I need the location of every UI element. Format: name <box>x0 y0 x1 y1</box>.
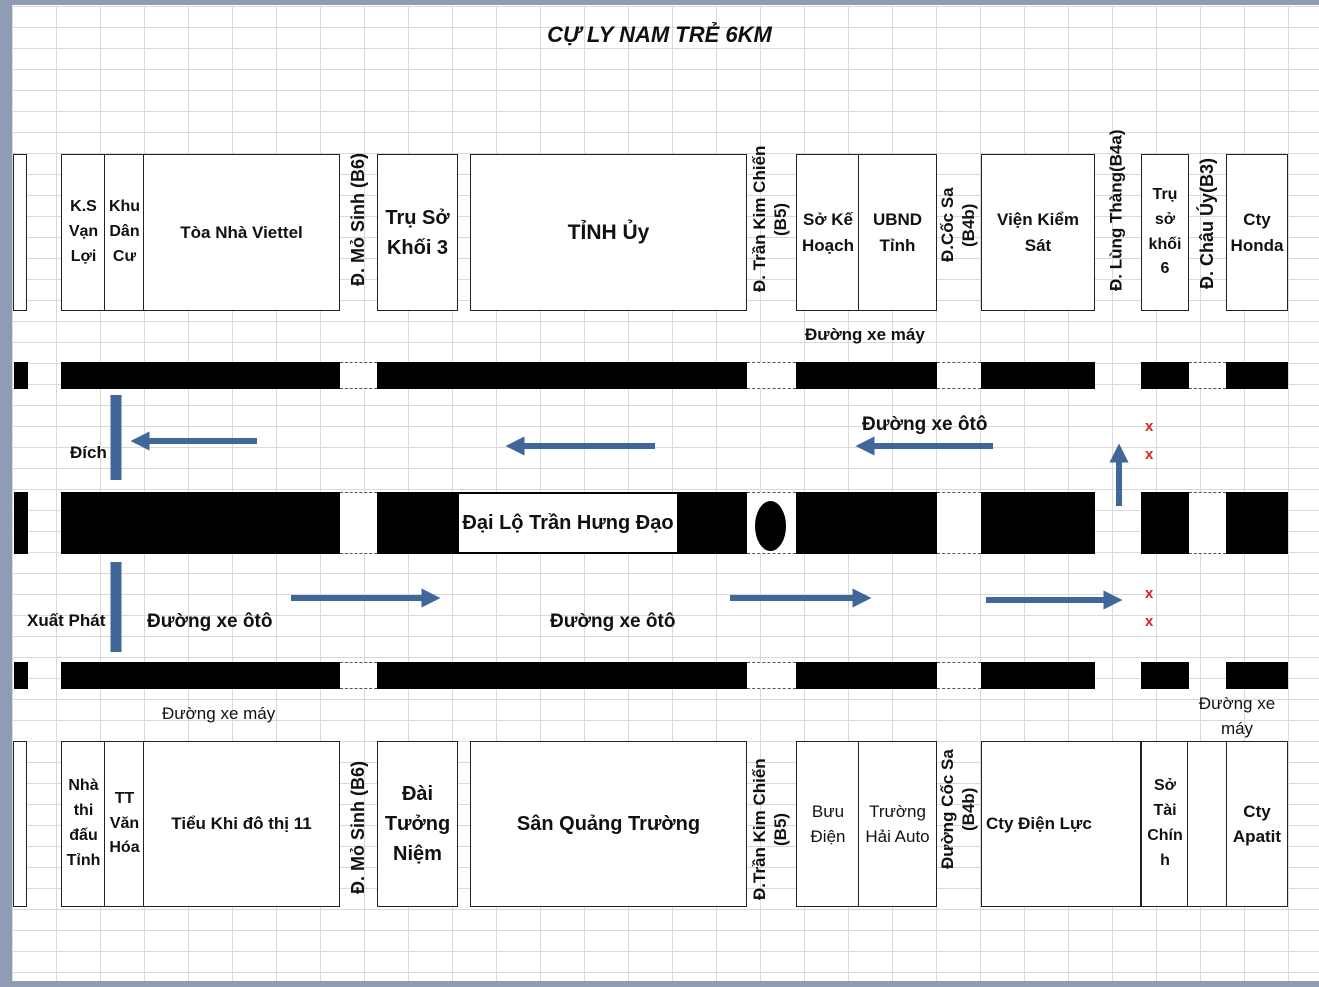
road-bar-top-seg2 <box>377 362 747 389</box>
building-so-tai-chinh: Sở Tài Chín h <box>1141 741 1189 907</box>
marker-x-4: x <box>1145 613 1154 630</box>
building-ks-van-loi: K.S Vạn Lợi <box>61 154 106 311</box>
frame-left-edge <box>0 0 12 987</box>
road-bar-bottom-seg3 <box>796 662 937 689</box>
moto-lane-label-bottom-right: Đường xe máy <box>1198 694 1276 738</box>
building-tieu-khu: Tiểu Khi đô thị 11 <box>143 741 340 907</box>
crosswalk-top-2 <box>747 362 796 389</box>
building-vien-kiem-sat: Viện Kiểm Sát <box>981 154 1095 311</box>
median-seg1 <box>61 492 340 554</box>
road-bar-top-seg5 <box>1141 362 1189 389</box>
building-blank-bottom <box>1187 741 1228 907</box>
building-edge-top <box>13 154 27 311</box>
crosswalk-bottom-1 <box>340 662 377 689</box>
finish-label: Đích <box>70 443 107 462</box>
avenue-name: Đại Lộ Trần Hưng Đạo <box>459 494 677 552</box>
building-tru-so-khoi-6: Trụ sở khối 6 <box>1141 154 1189 311</box>
road-bar-top-seg3 <box>796 362 937 389</box>
moto-lane-label-bottom-left: Đường xe máy <box>162 704 276 723</box>
car-lane-label-bottom-left: Đường xe ôtô <box>147 611 273 632</box>
crosswalk-top-1 <box>340 362 377 389</box>
road-bar-bottom-seg6 <box>1226 662 1288 689</box>
road-bar-top-seg1 <box>61 362 340 389</box>
building-nha-thi-dau: Nhà thi đấu Tỉnh <box>61 741 106 907</box>
frame-top-edge <box>0 0 1319 5</box>
marker-x-3: x <box>1145 585 1154 602</box>
building-edge-bottom <box>13 741 27 907</box>
building-tru-so-khoi-3: Trụ Sở Khối 3 <box>377 154 458 311</box>
car-lane-label-top: Đường xe ôtô <box>862 414 988 435</box>
building-cty-honda: Cty Honda <box>1226 154 1288 311</box>
road-bar-bottom-seg1 <box>61 662 340 689</box>
building-san-quang-truong: Sân Quảng Trường <box>470 741 747 907</box>
median-seg3 <box>796 492 937 554</box>
road-bar-top-seg6 <box>1226 362 1288 389</box>
map-title: CỰ LY NAM TRẺ 6KM <box>547 22 772 47</box>
median-seg5 <box>1141 492 1189 554</box>
roundabout-marker <box>755 501 786 551</box>
crosswalk-bottom-2 <box>747 662 796 689</box>
road-bar-bottom-seg5 <box>1141 662 1189 689</box>
road-bar-bottom-seg0 <box>14 662 28 689</box>
road-bar-top-seg4 <box>981 362 1095 389</box>
crosswalk-top-3 <box>937 362 981 389</box>
building-truong-hai-auto: Trường Hải Auto <box>858 741 937 907</box>
building-dai-tuong-niem: Đài Tưởng Niệm <box>377 741 458 907</box>
building-khu-dan-cu: Khu Dân Cư <box>104 154 145 311</box>
moto-lane-label-top: Đường xe máy <box>805 325 925 344</box>
median-seg4 <box>981 492 1095 554</box>
car-lane-label-bottom-mid: Đường xe ôtô <box>550 611 676 632</box>
road-bar-top-seg0 <box>14 362 28 389</box>
crosswalk-bottom-3 <box>937 662 981 689</box>
median-crosswalk-3 <box>937 492 981 554</box>
building-tt-van-hoa: TT Văn Hóa <box>104 741 145 907</box>
road-bar-bottom-seg4 <box>981 662 1095 689</box>
building-cty-apatit: Cty Apatit <box>1226 741 1288 907</box>
building-cty-dien-luc: Cty Điện Lực <box>981 741 1141 907</box>
building-viettel: Tòa Nhà Viettel <box>143 154 340 311</box>
median-seg6 <box>1226 492 1288 554</box>
median-seg0 <box>14 492 28 554</box>
building-tinh-uy: TỈNH Ủy <box>470 154 747 311</box>
marker-x-1: x <box>1145 418 1154 435</box>
frame-bottom-edge <box>0 981 1319 987</box>
road-bar-bottom-seg2 <box>377 662 747 689</box>
start-label: Xuất Phát <box>27 611 106 630</box>
crosswalk-top-4 <box>1189 362 1226 389</box>
building-ubnd-tinh: UBND Tỉnh <box>858 154 937 311</box>
median-crosswalk-1 <box>340 492 377 554</box>
median-crosswalk-4 <box>1189 492 1226 554</box>
marker-x-2: x <box>1145 446 1154 463</box>
